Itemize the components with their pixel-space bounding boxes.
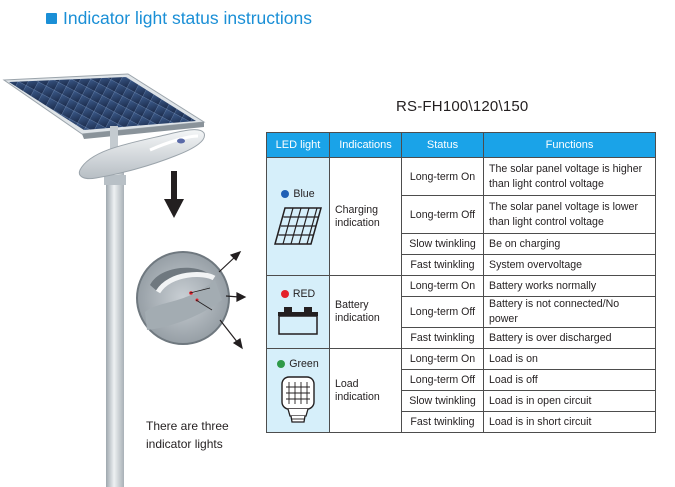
indication-battery: Battery indication — [329, 275, 402, 349]
solar-panel-image — [2, 73, 206, 158]
led-cell-green: Green — [266, 348, 330, 433]
lamp-bulb-icon — [281, 375, 315, 423]
status-cell: Long-term On — [401, 348, 484, 370]
status-cell: Slow twinkling — [401, 233, 484, 255]
blue-dot-icon — [281, 189, 290, 198]
table-header-row: LED light Indications Status Functions — [266, 132, 656, 158]
red-dot-icon — [280, 290, 289, 298]
status-cell: Long-term Off — [401, 369, 484, 391]
square-bullet-icon — [46, 13, 57, 24]
status-cell: Fast twinkling — [401, 411, 484, 433]
status-cell: Long-term On — [401, 157, 484, 196]
function-cell: Load is off — [483, 369, 656, 391]
solar-panel-icon — [274, 206, 322, 245]
status-cell: Fast twinkling — [401, 254, 484, 276]
function-cell: Battery is over discharged — [483, 327, 656, 349]
battery-icon — [278, 307, 318, 335]
function-cell: The solar panel voltage is lower than li… — [483, 195, 656, 234]
page-title-text: Indicator light status instructions — [63, 8, 313, 28]
function-cell: Load is in open circuit — [483, 390, 656, 412]
header-indications: Indications — [329, 132, 402, 158]
green-dot-icon — [277, 359, 286, 368]
indication-load: Load indication — [329, 348, 402, 433]
table-row: Fast twinkling System overvoltage — [267, 254, 656, 276]
down-arrow-icon — [164, 171, 184, 218]
table-row: Long-term Off Battery is not connected/N… — [267, 296, 656, 328]
function-cell: Battery is not connected/No power — [483, 296, 656, 328]
zoomed-indicator-view — [136, 251, 230, 345]
table-row: Fast twinkling Load is in short circuit — [267, 411, 656, 433]
table-row: Green Load indication — [266, 348, 656, 433]
status-cell: Slow twinkling — [401, 390, 484, 412]
indication-charging: Charging indication — [329, 157, 402, 276]
led-name: Blue — [293, 187, 315, 200]
status-cell: Long-term On — [401, 275, 484, 297]
lamp-head-image — [78, 129, 205, 180]
function-cell: Battery works normally — [483, 275, 656, 297]
function-cell: Load is on — [483, 348, 656, 370]
led-name: Green — [289, 357, 319, 370]
page-title: Indicator light status instructions — [46, 8, 312, 29]
function-cell: Be on charging — [483, 233, 656, 255]
header-functions: Functions — [483, 132, 656, 158]
indicator-status-table: LED light Indications Status Functions B… — [266, 132, 656, 433]
caption-line: There are three — [146, 419, 229, 433]
header-led-light: LED light — [266, 132, 330, 158]
table-row: RED Battery indication Long-term On Batt… — [266, 275, 656, 349]
status-cell: Long-term Off — [401, 296, 484, 328]
table-row: Blue Charging indication Long-term On — [266, 157, 656, 276]
model-title: RS-FH100\120\150 — [396, 98, 529, 115]
led-name: RED — [292, 288, 316, 300]
led-cell-red: RED — [266, 275, 330, 349]
status-cell: Long-term Off — [401, 195, 484, 234]
indicator-caption: There are three indicator lights — [146, 417, 229, 453]
table-row: Fast twinkling Battery is over discharge… — [267, 327, 656, 349]
status-cell: Fast twinkling — [401, 327, 484, 349]
function-cell: System overvoltage — [483, 254, 656, 276]
function-cell: The solar panel voltage is higher than l… — [483, 157, 656, 196]
header-status: Status — [401, 132, 484, 158]
led-cell-blue: Blue — [266, 157, 330, 276]
caption-line: indicator lights — [146, 437, 223, 451]
function-cell: Load is in short circuit — [483, 411, 656, 433]
table-row: Long-term Off The solar panel voltage is… — [267, 195, 656, 234]
pointer-arrows — [218, 250, 247, 350]
lamp-pole — [104, 150, 126, 487]
